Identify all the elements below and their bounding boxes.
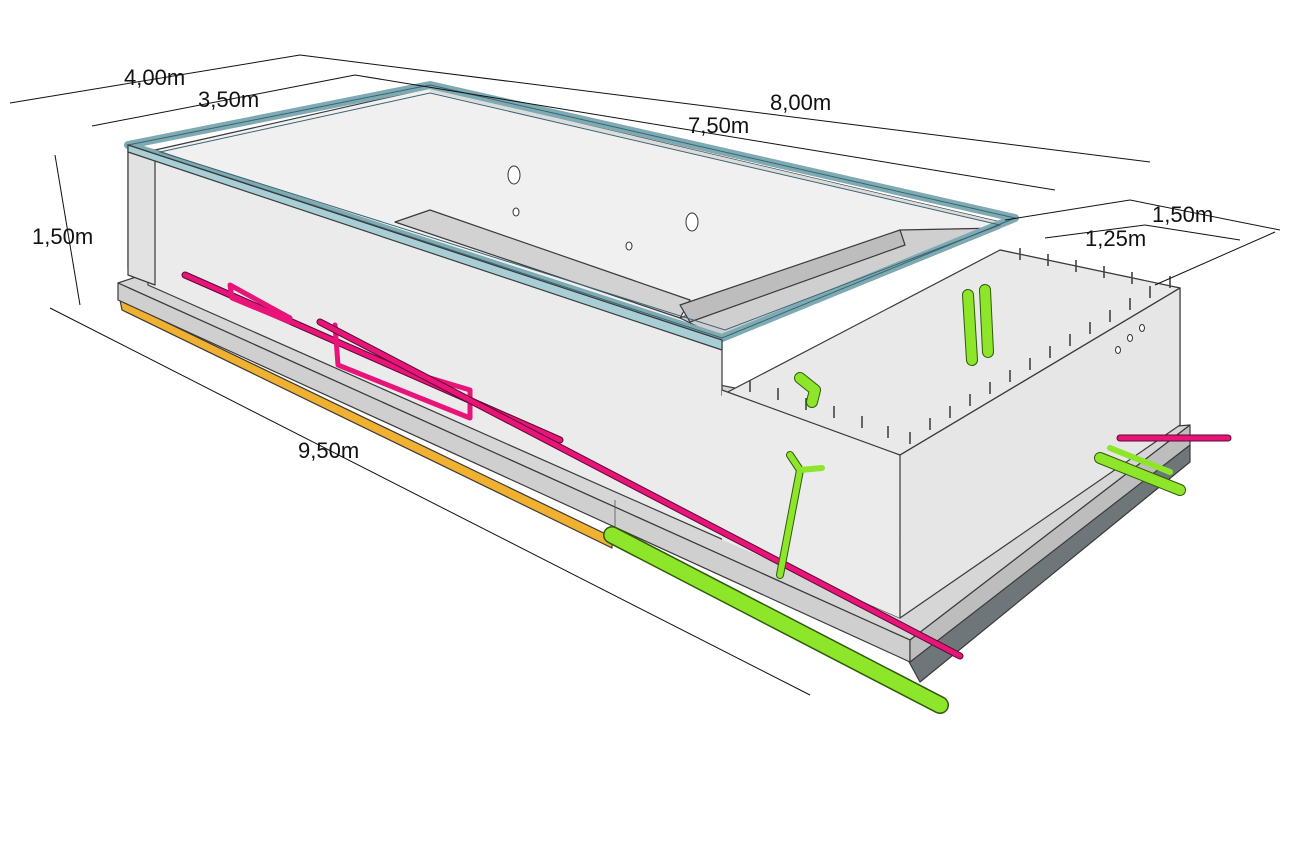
dim-outer-width: 4,00m [124,65,185,90]
dim-outer-length: 8,00m [770,90,831,115]
pipes-magenta [181,271,1232,660]
dim-annex-outer: 1,50m [1152,202,1213,227]
annex-tank [721,248,1181,619]
pipes-green [603,284,1186,714]
dim-height: 1,50m [32,224,93,249]
dim-base-length: 9,50m [298,438,359,463]
dim-annex-inner: 1,25m [1085,226,1146,251]
dim-inner-length: 7,50m [688,113,749,138]
inlet-holes [507,165,699,251]
dimension-lines [9,54,1281,696]
rebar-stubs [749,248,1171,444]
dimension-labels: 4,00m 3,50m 8,00m 7,50m 1,50m 1,50m 1,25… [32,65,1213,463]
dim-inner-width: 3,50m [198,87,259,112]
